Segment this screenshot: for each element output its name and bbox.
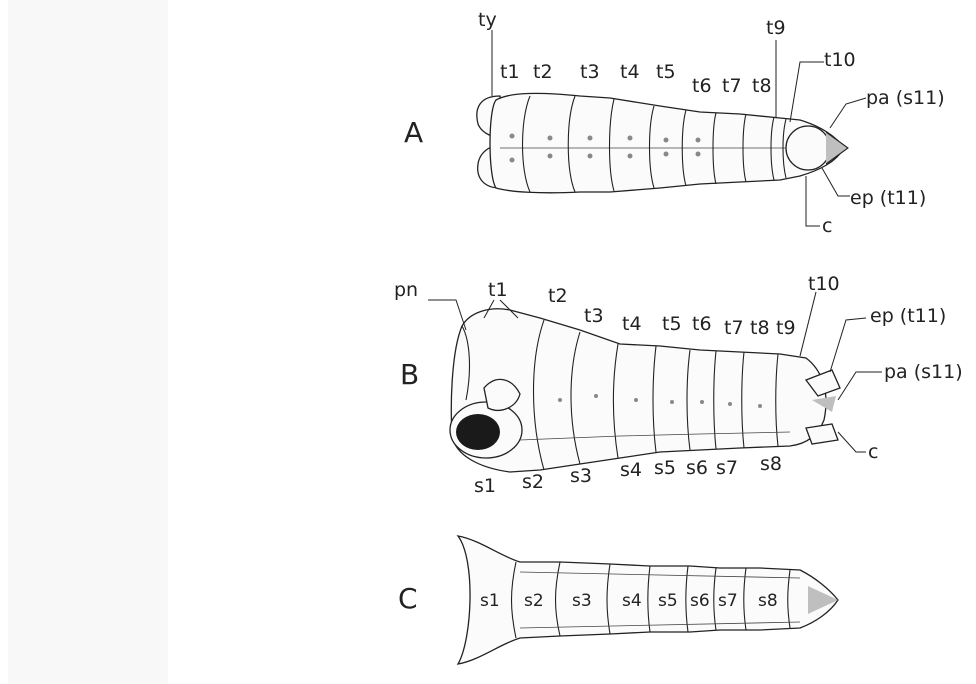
panel-b-label-s5: s5 (654, 457, 676, 479)
panel-a-pa-leader (830, 98, 866, 128)
panel-b-label-t1: t1 (488, 279, 508, 301)
panel-b-ep-leader (830, 318, 866, 372)
panel-a-label-t4: t4 (620, 61, 640, 83)
panel-c-label-s7: s7 (718, 591, 738, 611)
panel-a-label-ep: ep (t11) (850, 187, 926, 209)
panel-a-t10-leader (790, 62, 824, 122)
panel-b-label-t6: t6 (692, 313, 712, 335)
panel-b-label-pa: pa (s11) (884, 361, 963, 383)
panel-b-label-c: c (868, 441, 878, 463)
panel-a-label-t8: t8 (752, 75, 772, 97)
panel-a-c-leader (806, 176, 820, 226)
panel-a-paraproct (826, 132, 848, 164)
panel-c: C s1 s2 s3 s4 s5 s6 s7 s8 (398, 536, 838, 664)
panel-a-label-ty: ty (478, 9, 497, 31)
panel-a-letter: A (404, 116, 423, 149)
panel-b-label-s6: s6 (686, 457, 708, 479)
panel-c-label-s6: s6 (690, 591, 710, 611)
panel-a-label-t10: t10 (824, 49, 856, 71)
panel-b-label-t9: t9 (776, 317, 796, 339)
panel-c-label-s5: s5 (658, 591, 678, 611)
panel-a-label-t6: t6 (692, 75, 712, 97)
panel-c-label-s3: s3 (572, 591, 592, 611)
panel-a-epiproct (786, 126, 830, 170)
panel-b-label-s3: s3 (570, 465, 592, 487)
panel-b-pa-leader (838, 372, 882, 400)
panel-b-label-s8: s8 (760, 453, 782, 475)
panel-b-eye (456, 414, 500, 450)
panel-a-label-t9: t9 (766, 17, 786, 39)
panel-b: B (394, 273, 963, 497)
panel-a-label-t7: t7 (722, 75, 742, 97)
panel-b-label-s7: s7 (716, 457, 738, 479)
panel-c-label-s8: s8 (758, 591, 778, 611)
panel-a-label-t3: t3 (580, 61, 600, 83)
panel-c-label-s4: s4 (622, 591, 642, 611)
panel-a: A (404, 9, 945, 237)
panel-b-label-t10: t10 (808, 273, 840, 295)
panel-b-label-ep: ep (t11) (870, 305, 946, 327)
panel-b-cercus (806, 424, 838, 444)
panel-c-label-s2: s2 (524, 591, 544, 611)
panel-b-label-t7: t7 (724, 317, 744, 339)
panel-b-label-t4: t4 (622, 313, 642, 335)
panel-b-label-s1: s1 (474, 475, 496, 497)
panel-b-letter: B (400, 358, 419, 391)
panel-b-label-t8: t8 (750, 317, 770, 339)
panel-c-label-s1: s1 (480, 591, 500, 611)
panel-a-label-pa: pa (s11) (866, 87, 945, 109)
panel-b-label-pn: pn (394, 279, 418, 301)
panel-a-label-t1: t1 (500, 61, 520, 83)
panel-a-label-c: c (822, 215, 832, 237)
panel-a-ep-leader (822, 168, 850, 196)
panel-b-c-leader (838, 432, 866, 452)
panel-b-label-s2: s2 (522, 471, 544, 493)
panel-b-label-t5: t5 (662, 313, 682, 335)
panel-b-label-t3: t3 (584, 305, 604, 327)
panel-b-t10-leader (800, 292, 816, 356)
panel-a-label-t5: t5 (656, 61, 676, 83)
panel-c-letter: C (398, 582, 418, 615)
panel-a-label-t2: t2 (533, 61, 553, 83)
panel-b-label-t2: t2 (548, 285, 568, 307)
panel-b-pn-leader (428, 300, 466, 330)
panel-b-label-s4: s4 (620, 459, 642, 481)
